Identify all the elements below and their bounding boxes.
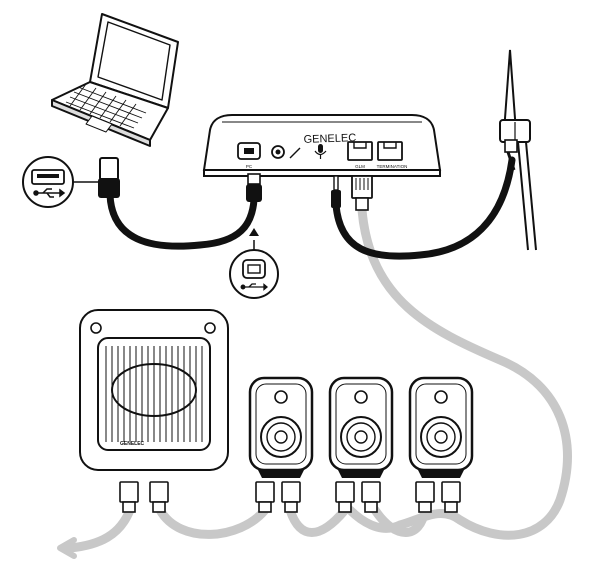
termination-port — [377, 141, 403, 161]
glm-outgoing-cable — [65, 505, 135, 553]
usb-b-plug — [246, 173, 262, 202]
screw-tr — [204, 322, 216, 334]
microphone-cable — [332, 156, 516, 260]
port-label-termination: TERMINATION — [377, 164, 408, 169]
usb-a-callout — [22, 156, 74, 208]
subwoofer-grille — [105, 346, 203, 442]
rj45-connector-icon — [361, 481, 381, 513]
usb-symbol-icon — [240, 283, 269, 291]
rj45-connector-icon — [149, 481, 169, 513]
mic-plug — [331, 175, 341, 208]
glm-chain-cable-1 — [155, 505, 270, 539]
usb-symbol-icon — [33, 188, 66, 198]
device-plugs — [119, 481, 461, 513]
speaker-3 — [408, 376, 474, 478]
speaker-1 — [248, 376, 314, 478]
usb-b-callout — [229, 249, 279, 299]
screw-tl — [90, 322, 102, 334]
port-label-glm: GLM — [355, 164, 365, 169]
rj45-connector-icon — [415, 481, 435, 513]
usb-cable — [106, 191, 258, 250]
measurement-microphone — [499, 49, 537, 251]
glm-network-adapter: GENELEC PC GLM TERMINATION — [202, 114, 442, 177]
glm-port — [347, 141, 373, 161]
rj45-connector-icon — [281, 481, 301, 513]
laptop-icon — [51, 13, 179, 147]
subwoofer: GENELEC — [79, 309, 229, 471]
glm-network-cable — [345, 205, 572, 540]
glm-chain-cable-3 — [370, 505, 430, 537]
rj45-connector-icon — [119, 481, 139, 513]
adapter-brand: GENELEC — [303, 132, 356, 146]
subwoofer-badge: GENELEC — [120, 441, 145, 447]
rj45-connector-icon — [255, 481, 275, 513]
speaker-2 — [328, 376, 394, 478]
rj45-connector-icon — [441, 481, 461, 513]
arrow-left-icon — [57, 537, 77, 559]
usb-a-plug — [98, 157, 120, 198]
glm-chain-cable-2 — [285, 505, 350, 537]
rj45-connector-icon — [351, 175, 373, 211]
port-label-pc: PC — [246, 164, 253, 169]
rj45-connector-icon — [335, 481, 355, 513]
microphone-icon — [314, 144, 327, 159]
